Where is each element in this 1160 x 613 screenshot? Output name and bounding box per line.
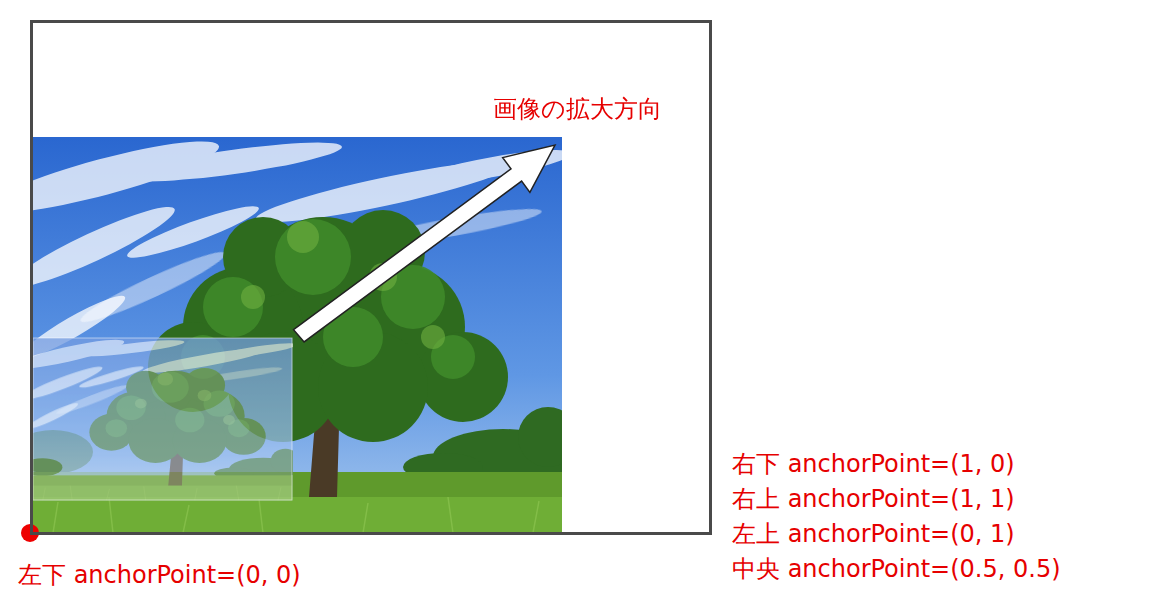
small-photo (8, 335, 300, 501)
canvas-frame: 画像の拡大方向 (30, 20, 712, 535)
anchor-label: 右上 anchorPoint=(1, 1) (732, 485, 1015, 514)
small-photo-edge (33, 338, 292, 500)
tree-photo (0, 129, 578, 533)
anchor-label: 右下 anchorPoint=(1, 0) (732, 450, 1015, 479)
direction-arrow (294, 145, 556, 342)
anchor-label: 中央 anchorPoint=(0.5, 0.5) (732, 555, 1061, 584)
direction-label: 画像の拡大方向 (493, 95, 662, 124)
anchor-label: 左下 anchorPoint=(0, 0) (18, 561, 301, 590)
anchor-label: 左上 anchorPoint=(0, 1) (732, 520, 1015, 549)
